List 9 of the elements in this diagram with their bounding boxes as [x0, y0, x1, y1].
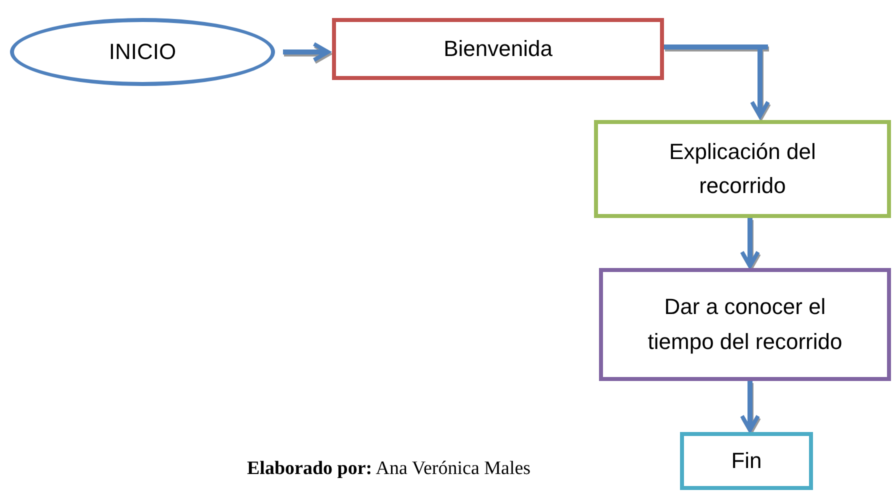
process-box: Dar a conocer el tiempo del recorrido	[599, 268, 891, 381]
arrow	[740, 218, 760, 268]
process-box: Bienvenida	[332, 18, 664, 80]
process-box: Fin	[680, 432, 813, 490]
arrow	[283, 42, 330, 62]
arrow	[740, 381, 760, 432]
start-ellipse: INICIO	[10, 18, 275, 86]
process-box: Explicación del recorrido	[594, 120, 891, 218]
author-note: Elaborado por: Ana Verónica Males	[247, 458, 531, 480]
